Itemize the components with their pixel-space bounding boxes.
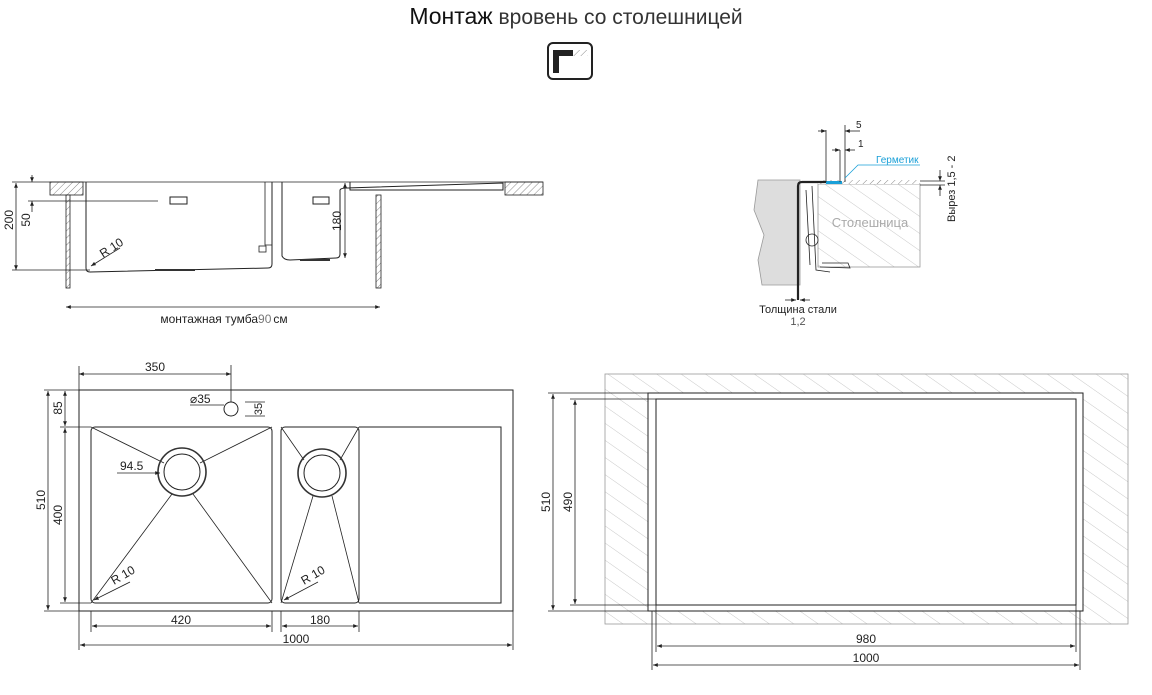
tap-hole-label: ⌀35 [190,392,211,406]
dim-1000: 1000 [853,651,880,665]
radius-2: R 10 [299,563,328,588]
steel-thickness-value: 1,2 [790,316,805,328]
dim-490: 490 [561,492,575,512]
flush-mount-icon [547,42,593,80]
steel-thickness-label: Толщина стали [759,304,837,316]
cutout-view: 510 490 980 1000 [539,373,1129,670]
dim-510: 510 [539,492,553,512]
dim-350: 350 [145,360,165,374]
top-view: 350 ⌀35 35 85 510 400 94.5 R 10 R 10 420… [34,360,514,650]
mount-section: 5 1 Герметик Вырез 1,5 - 2 Столешница То… [753,120,958,328]
dim-35: 35 [253,403,265,415]
sealant-label: Герметик [876,155,919,166]
drain-dim: 94.5 [120,459,144,473]
dim-400: 400 [51,505,65,525]
dim-50: 50 [19,213,33,227]
dim-420: 420 [171,613,191,627]
dim-510: 510 [34,490,48,510]
radius-label: R 10 [97,235,126,261]
countertop-label: Столешница [832,215,909,230]
dim-980: 980 [856,632,876,646]
dim-180: 180 [330,211,344,231]
dim-1: 1 [858,139,864,150]
dim-200: 200 [2,210,16,230]
cutout-label: Вырез 1,5 - 2 [946,155,958,222]
page-title: Монтаж вровень со столешницей [409,3,742,29]
radius-1: R 10 [109,563,138,588]
dim-5: 5 [856,120,862,131]
dim-85: 85 [51,401,65,415]
dim-180: 180 [310,613,330,627]
dim-1000: 1000 [283,632,310,646]
